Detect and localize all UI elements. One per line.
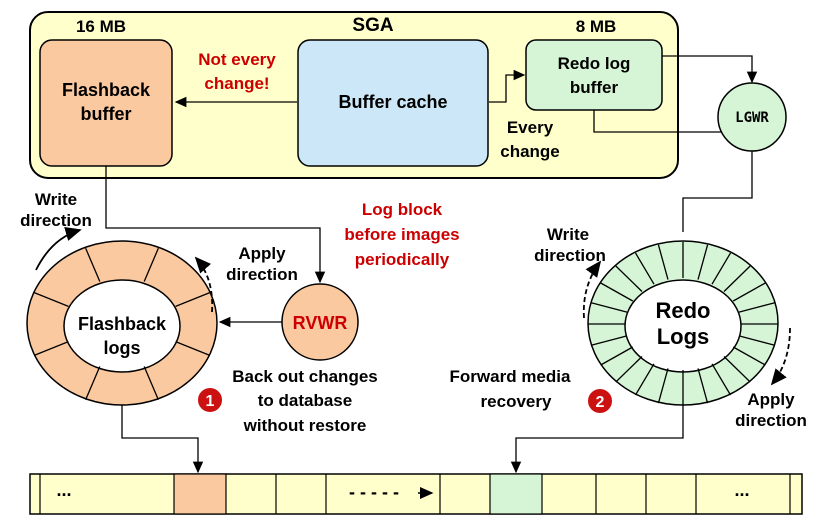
ring-segment-divider <box>697 244 709 280</box>
ring-segment-divider <box>723 265 751 292</box>
lgwr-to-redo-logs-line <box>682 151 753 232</box>
buffer-cache-label: Buffer cache <box>338 92 447 112</box>
ring-segment-divider <box>85 366 101 401</box>
redo-log-buffer-label-line2: buffer <box>570 78 619 97</box>
step1-text-line1: Back out changes <box>232 367 378 386</box>
ring-segment-divider <box>33 341 69 356</box>
ring-segment-divider <box>697 368 709 404</box>
ring-segment-divider <box>600 346 634 366</box>
step1-text-line2: to database <box>258 391 352 410</box>
every-change-line2: change <box>500 142 560 161</box>
step2-text-line1: Forward media <box>450 367 571 386</box>
flashback-buffer-label-line2: buffer <box>81 104 132 124</box>
redo-write-direction-line2: direction <box>534 246 606 265</box>
redo-apply-direction-line1: Apply <box>747 390 795 409</box>
ring-segment-divider <box>723 356 751 383</box>
redo-to-lgwr-arrow <box>662 55 758 84</box>
ring-segment-divider <box>657 244 669 280</box>
step2-number: 2 <box>596 394 605 411</box>
datafile-strip: ... - - - - - ... <box>29 473 803 515</box>
ring-segment-divider <box>634 363 655 396</box>
strip-right-ellipsis: ... <box>734 480 749 500</box>
redo-log-buffer-box <box>525 39 663 111</box>
redo-size-label: 8 MB <box>576 17 617 36</box>
step1-number: 1 <box>206 393 215 410</box>
ring-segment-divider <box>143 247 159 282</box>
ring-segment-divider <box>600 282 634 302</box>
redo-logs-to-strip-arrow <box>510 405 684 474</box>
strip-dashes: - - - - - <box>349 482 399 502</box>
flashback-buffer-label-line1: Flashback <box>62 80 151 100</box>
not-every-change-line1: Not every <box>198 50 276 69</box>
flashback-size-label: 16 MB <box>76 17 126 36</box>
redo-log-buffer-label-line1: Redo log <box>558 54 631 73</box>
ring-segment-divider <box>85 247 101 282</box>
ring-segment-divider <box>175 341 211 356</box>
step2-text-line2: recovery <box>481 392 552 411</box>
ring-segment-divider <box>591 335 628 346</box>
ring-segment-divider <box>634 252 655 285</box>
flashback-buffer-box <box>39 39 173 167</box>
ring-segment-divider <box>143 366 159 401</box>
flashback-apply-direction-line1: Apply <box>238 244 286 263</box>
lgwr-label: LGWR <box>735 110 769 126</box>
strip-left-ellipsis: ... <box>56 480 71 500</box>
redo-logs-label-line1: Redo <box>656 298 711 323</box>
log-block-note-line2: before images <box>344 225 459 244</box>
buffer-cache-box <box>297 39 489 167</box>
redo-write-direction-line1: Write <box>547 225 589 244</box>
flashback-write-arrow <box>35 227 82 271</box>
flashback-write-direction-line2: direction <box>20 211 92 230</box>
flashback-to-rvwr-line <box>105 166 326 284</box>
ring-segment-divider <box>615 265 643 292</box>
every-change-line1: Every <box>507 118 554 137</box>
ring-segment-divider <box>175 292 211 307</box>
buffer-to-redo-arrow <box>489 69 526 103</box>
flashback-apply-direction-line2: direction <box>226 265 298 284</box>
redo-logs-label-line2: Logs <box>657 324 710 349</box>
flashback-write-direction-line1: Write <box>35 190 77 209</box>
ring-segment-divider <box>738 335 775 346</box>
sga-title: SGA <box>352 15 393 36</box>
log-block-note-line1: Log block <box>362 200 443 219</box>
ring-segment-divider <box>732 282 766 302</box>
ring-segment-divider <box>33 292 69 307</box>
not-every-change-line2: change! <box>204 74 269 93</box>
flashback-logs-ring <box>26 240 218 406</box>
redo-apply-direction-line2: direction <box>735 411 807 430</box>
ring-segment-divider <box>711 252 732 285</box>
strip-block-flashback <box>173 473 227 515</box>
ring-segment-divider <box>591 302 628 313</box>
log-block-note-line3: periodically <box>355 250 450 269</box>
step1-text-line3: without restore <box>243 416 367 435</box>
ring-segment-divider <box>657 368 669 404</box>
redo-buffer-out-line <box>593 110 726 133</box>
flashback-logs-to-strip-arrow <box>121 405 204 474</box>
step2-badge <box>586 387 614 415</box>
ring-segment-divider <box>738 302 775 313</box>
step1-badge <box>196 386 224 414</box>
ring-segment-divider <box>732 346 766 366</box>
rvwr-label: RVWR <box>293 313 348 333</box>
flashback-logs-label-line1: Flashback <box>78 314 167 334</box>
ring-segment-divider <box>615 356 643 383</box>
flashback-logs-label-line2: logs <box>103 338 140 358</box>
strip-block-redo <box>489 473 543 515</box>
ring-segment-divider <box>711 363 732 396</box>
